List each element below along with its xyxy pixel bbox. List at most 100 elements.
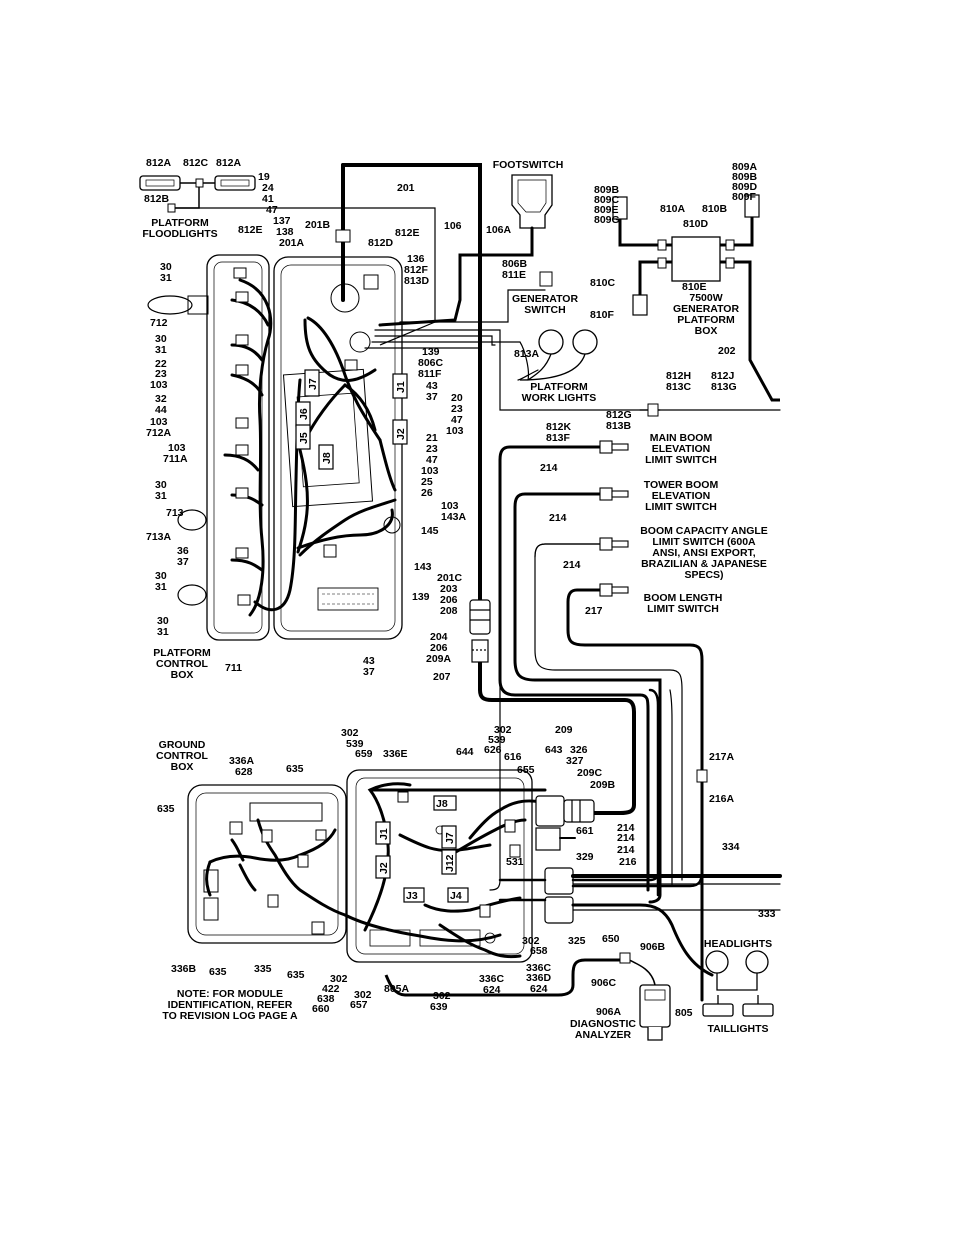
wire-label-143: 143: [414, 561, 432, 573]
wire-label-531: 531: [506, 856, 524, 868]
wire-label-333: 333: [758, 908, 776, 920]
wire-label-906c: 906C: [591, 977, 617, 989]
wire-label-810c: 810C: [590, 277, 616, 289]
wire-label-638: 638: [317, 993, 335, 1005]
wire-label-143a: 143A: [441, 511, 467, 523]
wire-label-326: 326: [570, 744, 588, 756]
connector-217a: [696, 769, 708, 783]
wire-label-809a: 809A: [732, 161, 758, 173]
wire-label-658: 658: [530, 945, 548, 957]
wire-label-628: 628: [235, 766, 253, 778]
wire-label-655: 655: [517, 764, 535, 776]
wire-label-214: 214: [540, 462, 558, 474]
wire-label-138: 138: [276, 226, 294, 238]
wire-label-201a: 201A: [279, 237, 305, 249]
wire-label-813a: 813A: [514, 348, 540, 360]
taillights: [702, 995, 774, 1017]
wire-label-810d: 810D: [683, 218, 709, 230]
wire-label-30: 30: [155, 479, 167, 491]
wire-label-811f: 811F: [418, 368, 442, 380]
wire-label-810e: 810E: [682, 281, 707, 293]
wire-label-20: 20: [451, 392, 463, 404]
wire-label-214: 214: [617, 844, 635, 856]
connector-j1: J1: [395, 381, 407, 393]
wire-label-139: 139: [422, 346, 440, 358]
wire-label-639: 639: [430, 1001, 448, 1013]
wire-label-44: 44: [155, 404, 167, 416]
wire-label-659: 659: [355, 748, 373, 760]
wire-label-336b: 336B: [171, 963, 197, 975]
generator-switch: [539, 271, 553, 287]
connector-ground-j1: J1: [378, 828, 390, 840]
wire-label-214: 214: [617, 832, 635, 844]
wire-label-616: 616: [504, 751, 522, 763]
wire-label-906b: 906B: [640, 941, 666, 953]
bulkhead-connector-upper: [469, 599, 491, 680]
wire-label-635: 635: [209, 966, 227, 978]
wire-label-660: 660: [312, 1003, 330, 1015]
platform-floodlights: [139, 175, 436, 346]
wire-label-624: 624: [483, 984, 501, 996]
wire-label-201: 201: [397, 182, 415, 194]
wire-label-206: 206: [440, 594, 458, 606]
wire-label-41: 41: [262, 193, 274, 205]
wire-label-336a: 336A: [229, 755, 255, 767]
lower-bulkhead: [535, 795, 595, 924]
connector-j8: J8: [321, 452, 333, 464]
wire-label-216a: 216A: [709, 793, 735, 805]
wire-label-812h: 812H: [666, 370, 691, 382]
wire-label-30: 30: [155, 333, 167, 345]
wire-label-809f: 809F: [732, 191, 757, 203]
wire-label-204: 204: [430, 631, 448, 643]
wire-label-37: 37: [177, 556, 189, 568]
wire-label-812c: 812C: [183, 157, 209, 169]
connector-201b: [335, 229, 351, 243]
wire-label-813g: 813G: [711, 381, 737, 393]
wire-label-31: 31: [155, 344, 167, 356]
wire-label-810f: 810F: [590, 309, 615, 321]
connector-j7: J7: [307, 378, 319, 390]
wire-label-217a: 217A: [709, 751, 735, 763]
wire-label-103: 103: [150, 416, 168, 428]
wire-label-812g: 812G: [606, 409, 632, 421]
wire-label-47: 47: [451, 414, 463, 426]
wire-label-21: 21: [426, 432, 438, 444]
callout-footswitch: FOOTSWITCH: [493, 159, 564, 171]
wire-label-207: 207: [433, 671, 451, 683]
diagnostic-analyzer: [384, 952, 671, 1041]
wire-label-812k: 812K: [546, 421, 572, 433]
wire-label-139: 139: [412, 591, 430, 603]
wire-label-812e: 812E: [395, 227, 420, 239]
wire-label-302: 302: [330, 973, 348, 985]
wire-label-650: 650: [602, 933, 620, 945]
wire-label-302: 302: [341, 727, 359, 739]
connector-j6: J6: [298, 408, 310, 420]
wire-label-809b: 809B: [732, 171, 758, 183]
callout-taillights: TAILLIGHTS: [707, 1023, 768, 1035]
wire-label-43: 43: [426, 380, 438, 392]
connector-ground-j12: J12: [444, 854, 456, 872]
wire-label-805: 805: [675, 1007, 693, 1019]
wire-label-809d: 809D: [732, 181, 758, 193]
wire-label-37: 37: [363, 666, 375, 678]
wire-label-713a: 713A: [146, 531, 172, 543]
generator-platform-box: [612, 194, 780, 402]
wire-label-329: 329: [576, 851, 594, 863]
wire-label-811e: 811E: [502, 269, 526, 281]
platform-work-lights: [519, 329, 598, 381]
wire-label-103: 103: [421, 465, 439, 477]
wire-label-31: 31: [155, 581, 167, 593]
wire-label-813d: 813D: [404, 275, 430, 287]
wire-label-643: 643: [545, 744, 563, 756]
wire-label-809b: 809B: [594, 184, 620, 196]
wire-label-23: 23: [426, 443, 438, 455]
wire-label-214: 214: [549, 512, 567, 524]
